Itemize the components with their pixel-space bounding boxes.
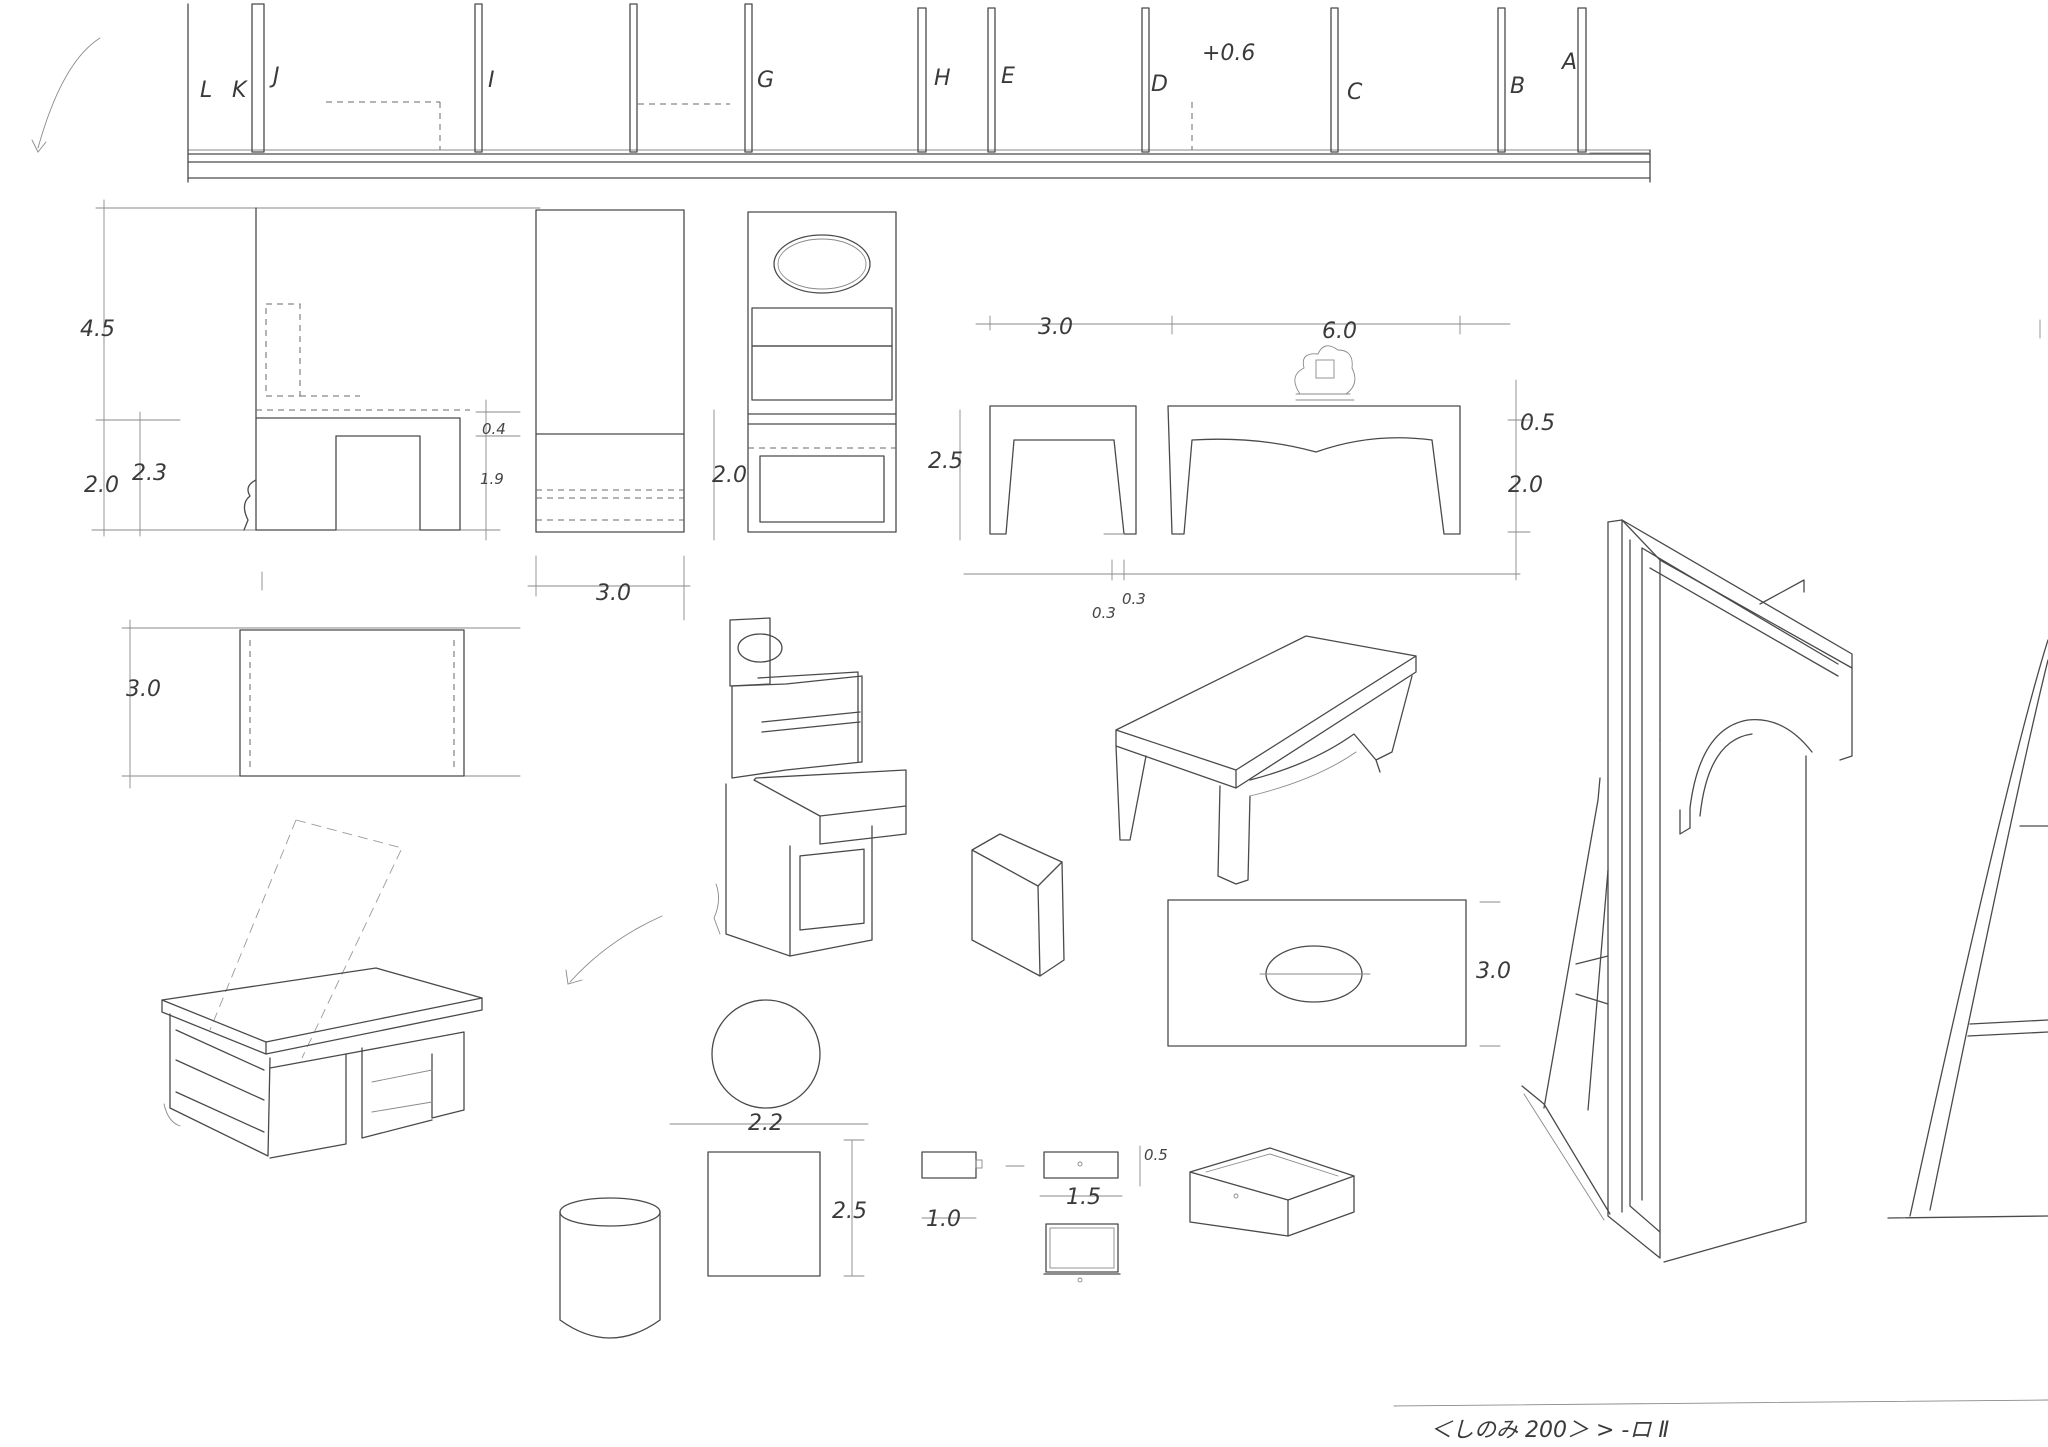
dim-drawer-height: 0.5 — [1144, 1146, 1168, 1164]
wall-label-a: A — [1560, 50, 1577, 75]
dim-desk-height-a: 2.3 — [132, 461, 167, 486]
dim-table-height: 2.5 — [928, 449, 963, 474]
desk-plan: 3.0 — [121, 571, 521, 789]
wall-label-c: C — [1347, 80, 1363, 105]
dim-desk-depth: 3.0 — [126, 677, 161, 702]
wall-label-e: E — [1001, 64, 1015, 89]
wall-elevation-strip: L K J I G H E D C B A +0.6 — [31, 3, 1651, 183]
desk-side-elevation: 4.5 2.3 2.0 0.4 1.9 — [80, 199, 541, 541]
wall-label-d: D — [1151, 72, 1168, 97]
wall-label-i: I — [488, 68, 495, 93]
round-top-and-stool: 2.2 2.5 — [559, 999, 869, 1339]
dim-cabinet-height: 2.0 — [712, 463, 747, 488]
arch-doorway-perspective — [1521, 519, 1853, 1263]
drawer-details: 1.0 1.5 0.5 — [921, 1145, 1355, 1283]
dim-desk-height-b: 2.0 — [84, 473, 119, 498]
dim-drawer-width: 1.5 — [1066, 1185, 1101, 1210]
wall-note: +0.6 — [1202, 41, 1255, 66]
direction-arrow — [565, 915, 663, 985]
dim-desk-leg-height: 1.9 — [480, 470, 504, 488]
dim-table-plan-depth: 3.0 — [1476, 959, 1511, 984]
table-perspective — [1115, 635, 1417, 885]
dim-round-diameter: 2.2 — [748, 1111, 783, 1136]
wall-label-g: G — [757, 68, 774, 93]
wall-label-k: K — [232, 78, 248, 103]
cabinet-front-elevation: 3.0 — [527, 209, 691, 621]
dim-table-top-thickness: 0.5 — [1520, 411, 1555, 436]
wall-label-h: H — [934, 66, 951, 91]
block-perspective — [971, 833, 1065, 977]
wall-label-l: L — [200, 78, 212, 103]
dim-table-leg-span: 3.0 — [1038, 315, 1073, 340]
table-front-elevation: 3.0 6.0 2.5 0.5 2.0 0.3 0.3 — [928, 315, 1555, 622]
desk-perspective — [161, 819, 483, 1159]
table-plan: 3.0 — [1167, 899, 1511, 1047]
dim-table-leg-height: 2.0 — [1508, 473, 1543, 498]
wall-label-b: B — [1510, 74, 1525, 99]
dim-desk-height-total: 4.5 — [80, 317, 115, 342]
dim-desk-top-thickness: 0.4 — [482, 420, 506, 438]
vanity-front-elevation: 2.0 — [712, 211, 897, 541]
dim-cabinet-width: 3.0 — [596, 581, 631, 606]
dim-table-leg-offset-a: 0.3 — [1092, 604, 1116, 622]
dim-stool-height: 2.5 — [832, 1199, 867, 1224]
footer-note: ＜しのみ 200＞ > -ロ Ⅱ — [1430, 1418, 1669, 1443]
wall-pilasters — [251, 3, 1587, 153]
dim-table-length: 6.0 — [1322, 319, 1357, 344]
right-edge-frame — [1887, 319, 2048, 1219]
footer-rule — [1393, 1399, 2048, 1407]
dim-drawer-depth: 1.0 — [926, 1207, 961, 1232]
vanity-perspective — [713, 617, 907, 957]
wall-label-j: J — [269, 64, 280, 89]
dim-table-leg-offset-b: 0.3 — [1122, 590, 1146, 608]
